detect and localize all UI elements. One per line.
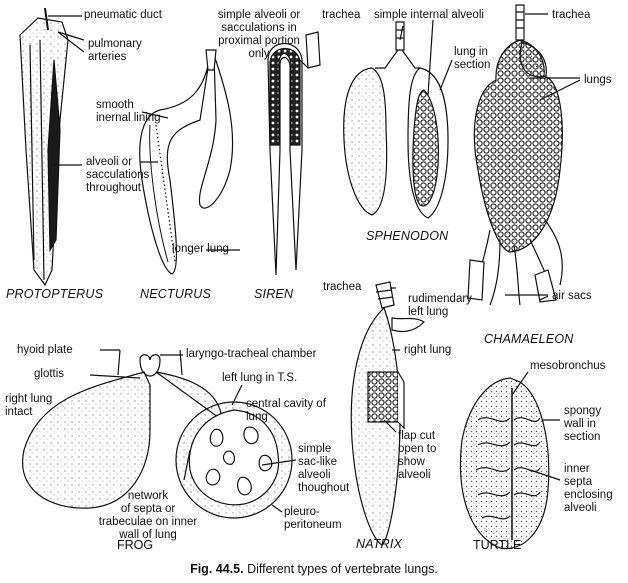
label-central-cavity: central cavity of lung (246, 398, 326, 423)
label-mesobronchus: mesobronchus (530, 360, 606, 372)
label-hyoid-plate: hyoid plate (17, 344, 73, 356)
label-glottis: glottis (34, 368, 65, 380)
label-left-lung-ts: left lung in T.S. (222, 372, 298, 384)
label-simple-internal-alveoli: simple internal alveoli (374, 9, 484, 21)
necturus-lungs (139, 49, 234, 275)
label-air-sacs: air sacs (552, 290, 592, 302)
species-natrix: NATRIX (356, 537, 403, 551)
label-flap-cut: flap cut open to show alveoli (398, 430, 437, 481)
label-network-septa: network of septa or trabeculae on inner … (98, 490, 198, 541)
species-turtle: TURTLE (473, 538, 522, 552)
label-trachea-natrix: trachea (323, 281, 362, 293)
species-sphenodon: SPHENODON (366, 229, 449, 243)
label-longer-lung: longer lung (172, 243, 229, 255)
species-siren: SIREN (254, 287, 294, 301)
label-right-lung-intact: right lung intact (5, 393, 53, 418)
label-simple-sac-alveoli: simple sac-like alveoli thoughout (298, 443, 350, 494)
natrix-lung (350, 281, 425, 546)
sphenodon-lungs (343, 21, 449, 219)
label-smooth-lining: smooth inernal lining (96, 99, 161, 124)
species-frog: FROG (117, 538, 154, 552)
figure-caption: Fig. 44.5. Different types of vertebrate… (0, 562, 628, 576)
label-pneumatic-duct: pneumatic duct (84, 9, 162, 21)
species-chamaeleon: CHAMAELEON (484, 332, 574, 346)
species-necturus: NECTURUS (140, 287, 212, 301)
label-lungs: lungs (584, 74, 612, 86)
label-rudimentary-left-lung: rudimendary left lung (408, 293, 472, 318)
label-inner-septa: inner septa enclosing alveoli (564, 463, 613, 514)
label-pleuro-peritoneum: pleuro- peritoneum (284, 506, 342, 531)
turtle-lung (459, 377, 550, 550)
frog-lungs (22, 349, 293, 519)
label-simple-alveoli-proximal: simple alveoli or sacculations in proxim… (217, 9, 301, 60)
siren-lungs (267, 31, 321, 276)
species-protopterus: PROTOPTERUS (6, 287, 104, 301)
chamaeleon-lungs (467, 4, 563, 306)
label-spongy-wall: spongy wall in section (564, 405, 602, 443)
label-trachea-sphenodon: trachea (322, 9, 361, 21)
caption-fig-number: Fig. 44.5. (190, 562, 244, 576)
label-lung-in-section: lung in section (454, 46, 491, 71)
label-right-lung: right lung (404, 344, 452, 356)
label-laryngo-tracheal: laryngo-tracheal chamber (186, 348, 317, 360)
label-alveoli-throughout: alveoli or sacculations throughout (86, 156, 150, 194)
protopterus-lung (19, 7, 69, 287)
label-pulmonary-arteries: pulmonary arteries (88, 38, 142, 63)
caption-text: Different types of vertebrate lungs. (247, 562, 438, 576)
label-trachea-chamaeleon: trachea (552, 9, 591, 21)
